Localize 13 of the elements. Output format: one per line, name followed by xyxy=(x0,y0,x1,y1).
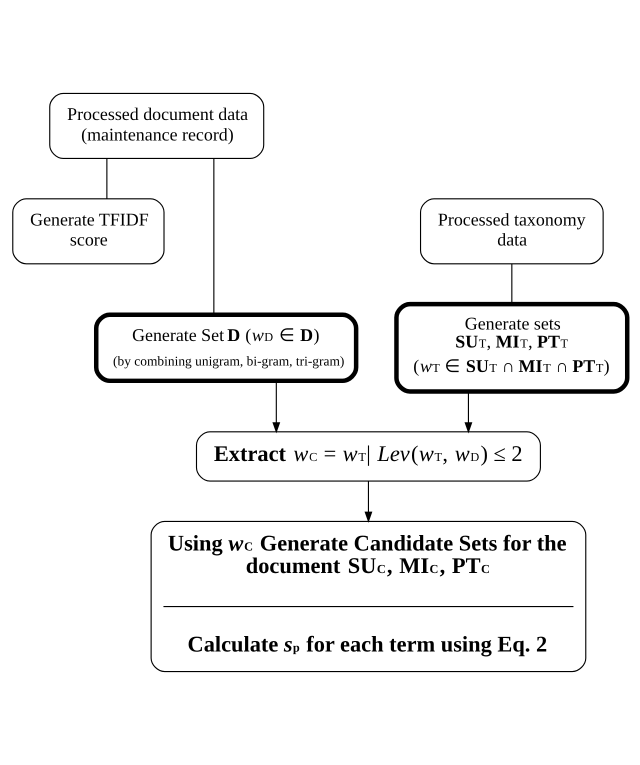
node-box: Processed taxonomy data xyxy=(420,198,604,264)
arrow xyxy=(272,380,280,434)
arrow xyxy=(464,392,472,434)
node-box: Processed document data (maintenance record) xyxy=(49,92,264,160)
arrow xyxy=(364,481,372,523)
node-box: Generate Set D (wD ∈ D) (by combining unigram, bi-gram, tri-gram) xyxy=(94,312,358,384)
connector xyxy=(106,158,108,199)
connector xyxy=(213,158,214,315)
node-box: Using wC Generate Candidate Sets for the document SUC, MIC, PTC Calculate sp for each term using Eq. 2 xyxy=(150,520,586,672)
node-box: Generate sets SUT, MIT, PTT (wT ∈ SUT ∩ MIT ∩ PTT) xyxy=(394,302,630,394)
node-box: Generate TFIDF score xyxy=(12,198,165,264)
node-box: Extract wC = wT| Lev(wT, wD) ≤ 2 xyxy=(196,431,541,482)
connector xyxy=(511,264,512,304)
